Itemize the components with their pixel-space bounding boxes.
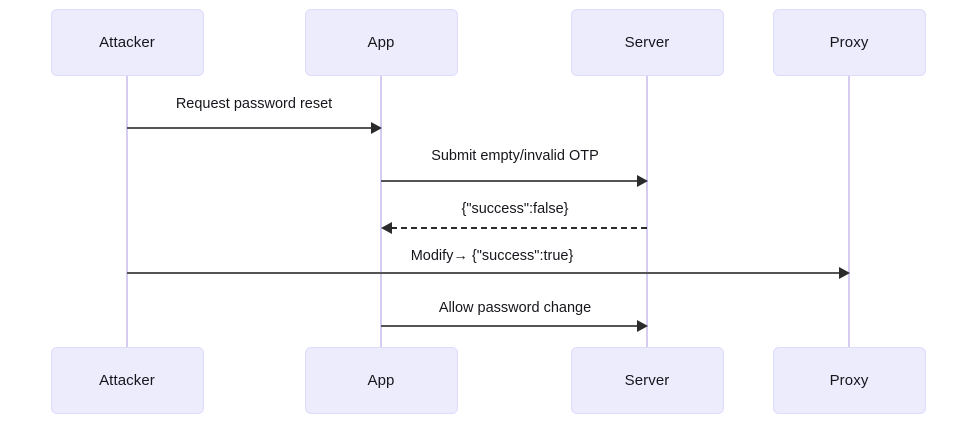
actor-box-proxy-top[interactable]: Proxy: [772, 9, 926, 76]
msg-request-password-reset-arrowhead: [371, 122, 382, 134]
msg-success-false-arrowhead: [381, 222, 392, 234]
actor-label-attacker: Attacker: [99, 372, 155, 389]
msg-submit-otp-label: Submit empty/invalid OTP: [431, 148, 599, 164]
msg-submit-otp-line: [381, 180, 637, 182]
actor-label-app: App: [367, 34, 395, 51]
lifeline-attacker: [126, 76, 128, 347]
lifeline-proxy: [848, 76, 850, 347]
actor-box-server-bottom[interactable]: Server: [570, 347, 724, 414]
msg-success-false-label: {"success":false}: [461, 201, 569, 217]
actor-label-server: Server: [624, 34, 670, 51]
actor-label-proxy: Proxy: [829, 34, 869, 51]
msg-allow-password-change-line: [381, 325, 637, 327]
msg-request-password-reset-label: Request password reset: [175, 96, 333, 112]
actor-box-proxy-bottom[interactable]: Proxy: [772, 347, 926, 414]
msg-modify-success-true-line: [127, 272, 839, 274]
lifeline-app: [380, 76, 382, 347]
msg-allow-password-change-arrowhead: [637, 320, 648, 332]
msg-submit-otp-arrowhead: [637, 175, 648, 187]
actor-box-app-top[interactable]: App: [304, 9, 458, 76]
actor-box-app-bottom[interactable]: App: [304, 347, 458, 414]
actor-label-attacker: Attacker: [99, 34, 155, 51]
actor-box-attacker-top[interactable]: Attacker: [50, 9, 204, 76]
actor-box-server-top[interactable]: Server: [570, 9, 724, 76]
actor-label-proxy: Proxy: [829, 372, 869, 389]
actor-label-app: App: [367, 372, 395, 389]
msg-success-false-line: [391, 227, 647, 229]
lifeline-server: [646, 76, 648, 347]
msg-request-password-reset-line: [127, 127, 371, 129]
actor-box-attacker-bottom[interactable]: Attacker: [50, 347, 204, 414]
msg-allow-password-change-label: Allow password change: [438, 300, 592, 316]
msg-modify-success-true-label: Modify→ {"success":true}: [410, 248, 574, 264]
actor-label-server: Server: [624, 372, 670, 389]
msg-modify-success-true-arrowhead: [839, 267, 850, 279]
